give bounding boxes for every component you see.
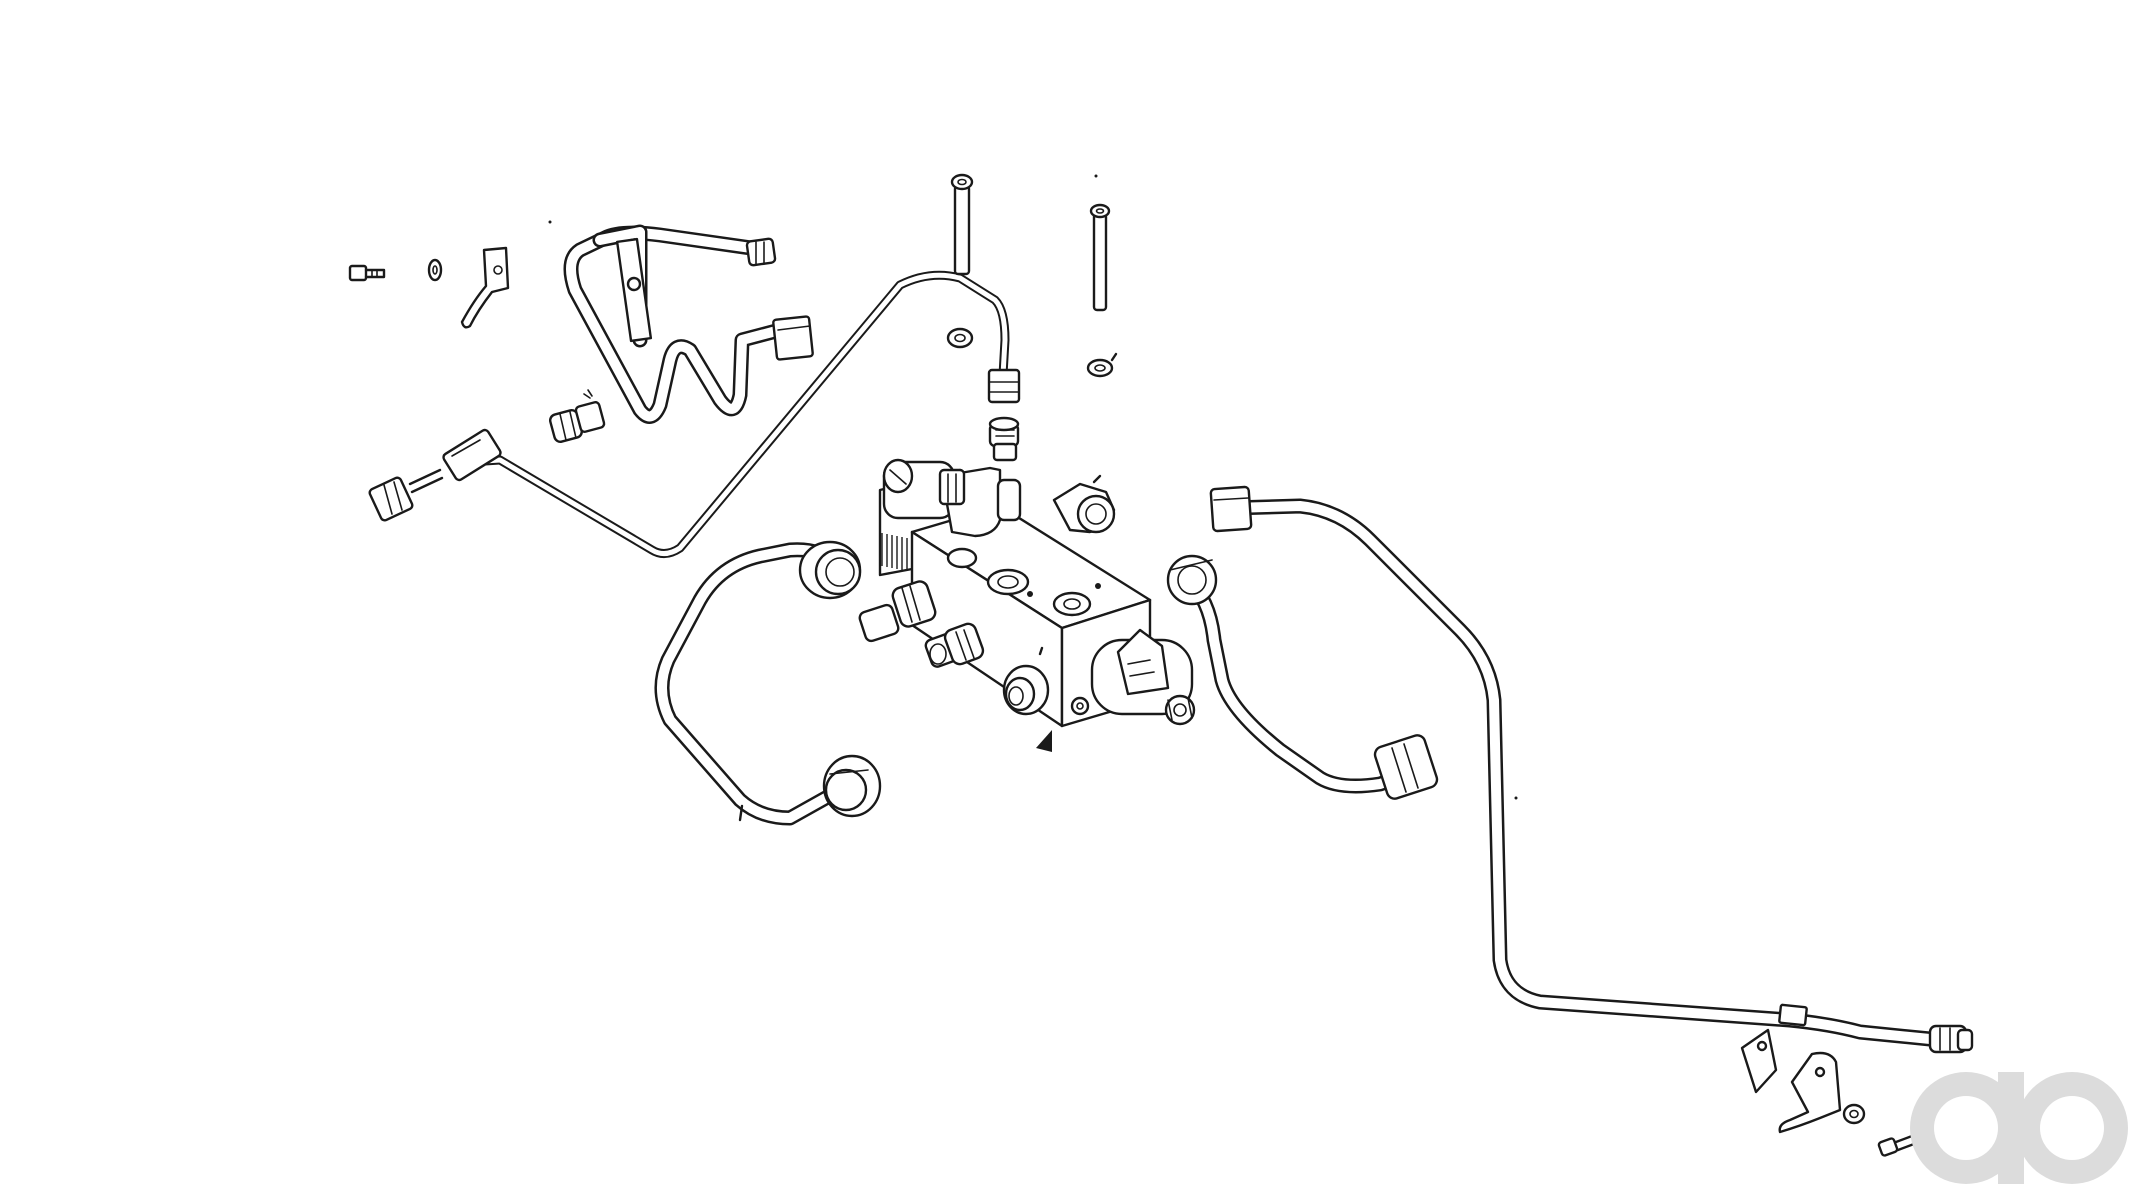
bracket-right-b	[1778, 1051, 1842, 1134]
fitting-front-3	[1002, 646, 1050, 716]
bolt-small-right	[1877, 1134, 1916, 1157]
long-pipe-right	[1209, 485, 1974, 1054]
s-pipe-right-nut-bottom	[1373, 734, 1439, 800]
s-pipe-right	[1166, 554, 1439, 800]
washer-pin-right	[1086, 352, 1118, 378]
tube-left-elbow	[442, 428, 502, 482]
pin-right	[1089, 203, 1111, 312]
elbow-fitting-right	[1052, 474, 1116, 534]
washer-pin-left	[946, 327, 974, 349]
u-pipe-left	[654, 540, 882, 826]
elbow-fitting-top	[938, 466, 1022, 538]
adapter-fitting-left	[549, 389, 606, 443]
u-pipe-left-nut-bottom	[822, 754, 882, 818]
valve-block	[878, 458, 1152, 752]
long-pipe-right-end	[1928, 1024, 1974, 1054]
adapter-nipple-top	[988, 416, 1020, 462]
zigzag-hose-end-top	[745, 237, 777, 267]
solenoid-rear	[882, 458, 956, 520]
brand-logo	[1910, 1072, 2128, 1184]
fitting-front-1	[858, 580, 937, 643]
pin-left	[950, 173, 974, 276]
long-thin-tube-upper	[368, 270, 1021, 558]
tube-left-nut	[368, 476, 414, 522]
bracket-right-a	[1740, 1028, 1778, 1094]
washer-small-left	[427, 258, 443, 282]
washer-small-right	[1842, 1103, 1866, 1125]
tube-right-nut	[987, 368, 1021, 404]
bolt-small-left	[348, 264, 386, 282]
fitting-front-2	[924, 622, 985, 668]
bracket-left	[460, 246, 510, 329]
zigzag-hose	[563, 224, 814, 424]
long-pipe-clamp	[1778, 1003, 1808, 1027]
solenoid-right	[1090, 628, 1196, 726]
long-pipe-right-nut-top	[1209, 485, 1253, 533]
s-pipe-right-nut-top	[1166, 554, 1218, 606]
zigzag-hose-nut	[772, 315, 814, 361]
block-side-hatch	[881, 533, 913, 572]
u-pipe-left-nut-top	[798, 540, 862, 600]
